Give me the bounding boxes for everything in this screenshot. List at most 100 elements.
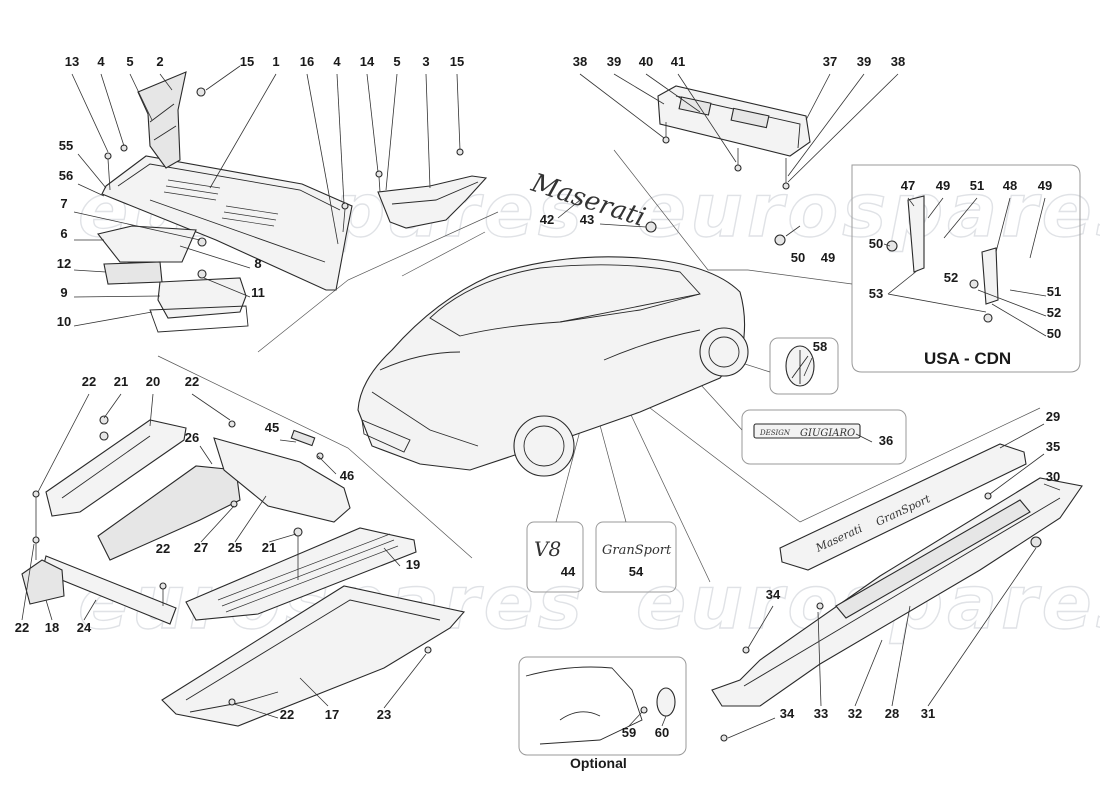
callout-number: 47 [901,178,915,193]
design-plate-frame [741,409,907,465]
callout-number: 19 [406,557,420,572]
callout-number: 31 [921,706,935,721]
callout-number: 44 [561,564,576,579]
callout-number: 37 [823,54,837,69]
callout-number: 34 [766,587,781,602]
callout-number: 59 [622,725,636,740]
callout-number: 23 [377,707,391,722]
callout-number: 26 [185,430,199,445]
callout-number: 43 [580,212,594,227]
callout-number: 6 [60,226,67,241]
watermark: eurospares [636,168,1100,254]
callout-number: 17 [325,707,339,722]
callout-number: 34 [780,706,795,721]
callout-number: 27 [194,540,208,555]
cowl-panel-group [97,71,488,333]
callout-number: 39 [607,54,621,69]
callout-number: 50 [1047,326,1061,341]
underbody-left-group [21,415,466,727]
callout-number: 8 [254,256,261,271]
usa-cdn-brackets [774,195,999,323]
design-plate [753,423,861,439]
callout-number: 1 [272,54,279,69]
callout-number: 9 [60,285,67,300]
callout-number: 22 [15,620,29,635]
callout-number: 35 [1046,439,1060,454]
callout-number: 46 [340,468,354,483]
callout-number: 24 [77,620,92,635]
callout-number: 7 [60,196,67,211]
optional-frame [518,656,687,756]
callout-number: 22 [156,541,170,556]
car-illustration [357,256,749,477]
callout-number: 40 [639,54,653,69]
watermark-group: eurospares eurospares eurospares eurospa… [77,167,1100,646]
callout-number: 22 [185,374,199,389]
sill-group: Maserati GranSport [711,443,1083,742]
trident-mark [791,350,809,384]
callout-number: 50 [791,250,805,265]
optional-inset-drawing [525,666,676,745]
spoiler-group [657,85,811,190]
callout-number: 4 [97,54,105,69]
script-badge-frame [595,521,677,593]
callout-number: 4 [333,54,341,69]
callout-number: 22 [280,707,294,722]
callout-number: 41 [671,54,685,69]
callout-number: 5 [393,54,400,69]
callout-number: 36 [879,433,893,448]
callout-number: 49 [1038,178,1052,193]
callout-number: 30 [1046,469,1060,484]
v8-badge-text: V8 [534,537,561,561]
callout-number: 39 [857,54,871,69]
callout-number: 14 [360,54,375,69]
callout-number: 13 [65,54,79,69]
callout-number: 20 [146,374,160,389]
badge-58-frame [769,337,839,395]
callout-number: 28 [885,706,899,721]
callout-number: 32 [848,706,862,721]
usa-cdn-caption: USA - CDN [924,349,1011,368]
callout-number: 56 [59,168,73,183]
v8-badge-frame [526,521,584,593]
inset-frames [518,164,1081,756]
coupe-script-text: GranSport [602,543,672,558]
callout-number: 52 [1047,305,1061,320]
callout-number: 33 [814,706,828,721]
callout-number: 18 [45,620,59,635]
callout-number: 49 [936,178,950,193]
callout-number: 2 [156,54,163,69]
callout-number: 52 [944,270,958,285]
callout-number: 29 [1046,409,1060,424]
callout-number: 53 [869,286,883,301]
callout-number: 38 [891,54,905,69]
design-plate-small-text: DESIGN [759,429,791,437]
emblem-nut [645,221,657,233]
callout-number: 51 [970,178,984,193]
callout-number: 15 [450,54,464,69]
callout-number: 48 [1003,178,1017,193]
callout-number: 60 [655,725,669,740]
callout-number: 45 [265,420,279,435]
callout-number: 42 [540,212,554,227]
callout-number: 55 [59,138,73,153]
callout-number: 3 [422,54,429,69]
optional-caption: Optional [570,755,627,771]
callout-number: 58 [813,339,827,354]
design-plate-big-text: GIUGIARO [800,428,855,439]
callout-number: 11 [251,285,265,300]
usa-cdn-frame [851,164,1081,373]
callout-number: 21 [262,540,276,555]
callout-number: 15 [240,54,254,69]
callout-number: 22 [82,374,96,389]
callout-number: 21 [114,374,128,389]
callout-number: 10 [57,314,71,329]
callout-number: 51 [1047,284,1061,299]
leader-lines [21,65,1061,739]
callout-number: 5 [126,54,133,69]
callout-number: 50 [869,236,883,251]
callout-number: 16 [300,54,314,69]
callout-number: 12 [57,256,71,271]
callout-number: 49 [821,250,835,265]
